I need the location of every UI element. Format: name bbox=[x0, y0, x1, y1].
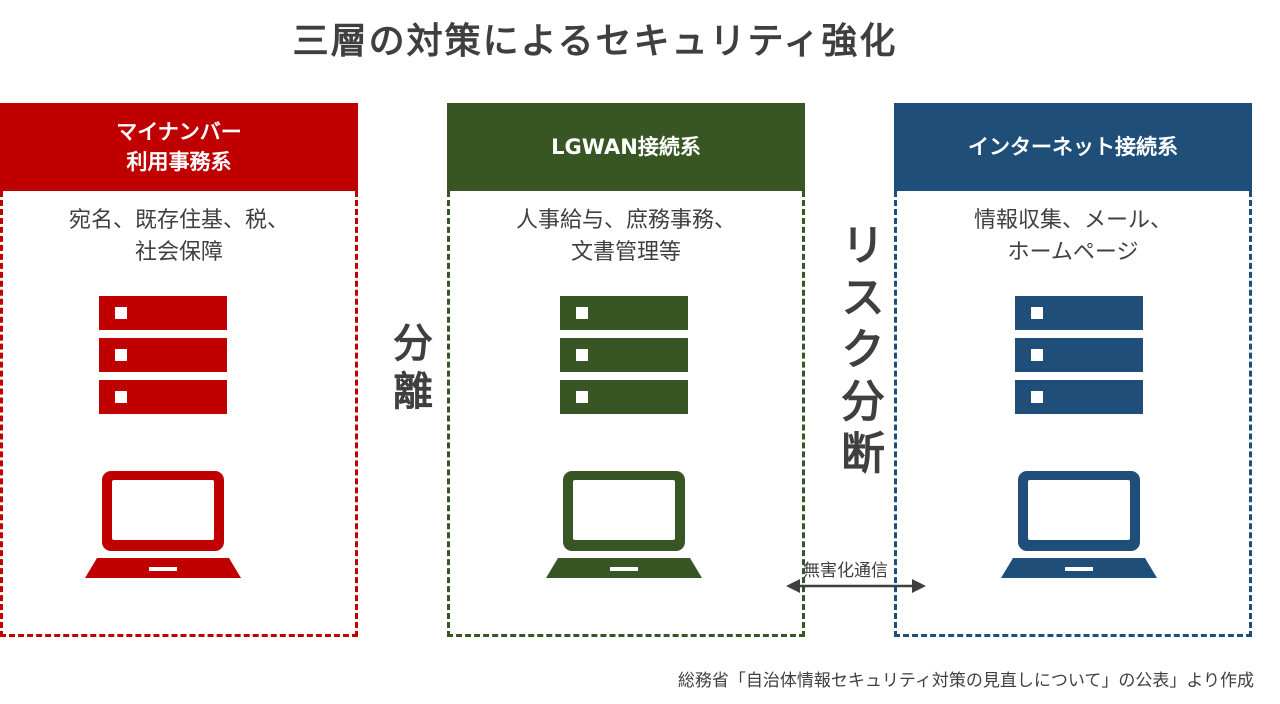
zone-header: LGWAN接続系 bbox=[447, 103, 805, 191]
server-unit bbox=[560, 296, 688, 330]
server-unit bbox=[1015, 296, 1143, 330]
zone-lgwan: LGWAN接続系 人事給与、庶務事務、 文書管理等 bbox=[447, 103, 805, 637]
zone-header: インターネット接続系 bbox=[894, 103, 1252, 191]
zone-description: 宛名、既存住基、税、 社会保障 bbox=[68, 208, 289, 265]
laptop-icon bbox=[85, 471, 241, 578]
zone-body: 情報収集、メール、 ホームページ bbox=[894, 191, 1252, 637]
server-icon bbox=[99, 296, 227, 416]
laptop-icon bbox=[1001, 471, 1157, 578]
server-unit bbox=[560, 380, 688, 414]
server-icon bbox=[1015, 296, 1143, 416]
server-unit bbox=[99, 380, 227, 414]
laptop-icon bbox=[546, 471, 702, 578]
sanitize-communication-label: 無害化通信 bbox=[803, 561, 888, 581]
separation-label: 分離 bbox=[386, 322, 432, 418]
zone-description: 情報収集、メール、 ホームページ bbox=[973, 208, 1172, 265]
source-note: 総務省「自治体情報セキュリティ対策の見直しについて」の公表」より作成 bbox=[677, 671, 1254, 691]
zone-description: 人事給与、庶務事務、 文書管理等 bbox=[515, 208, 736, 265]
server-unit bbox=[99, 338, 227, 372]
server-unit bbox=[1015, 380, 1143, 414]
server-icon bbox=[560, 296, 688, 416]
zone-body: 人事給与、庶務事務、 文書管理等 bbox=[447, 191, 805, 637]
zone-mynumber: マイナンバー 利用事務系 宛名、既存住基、税、 社会保障 bbox=[0, 103, 358, 637]
zone-header: マイナンバー 利用事務系 bbox=[0, 103, 358, 191]
zone-body: 宛名、既存住基、税、 社会保障 bbox=[0, 191, 358, 637]
zone-internet: インターネット接続系 情報収集、メール、 ホームページ bbox=[894, 103, 1252, 637]
server-unit bbox=[99, 296, 227, 330]
server-unit bbox=[560, 338, 688, 372]
page-title: 三層の対策によるセキュリティ強化 bbox=[292, 21, 898, 62]
server-unit bbox=[1015, 338, 1143, 372]
double-arrow-icon bbox=[786, 579, 926, 593]
risk-separation-label: リスク分断 bbox=[833, 222, 884, 482]
